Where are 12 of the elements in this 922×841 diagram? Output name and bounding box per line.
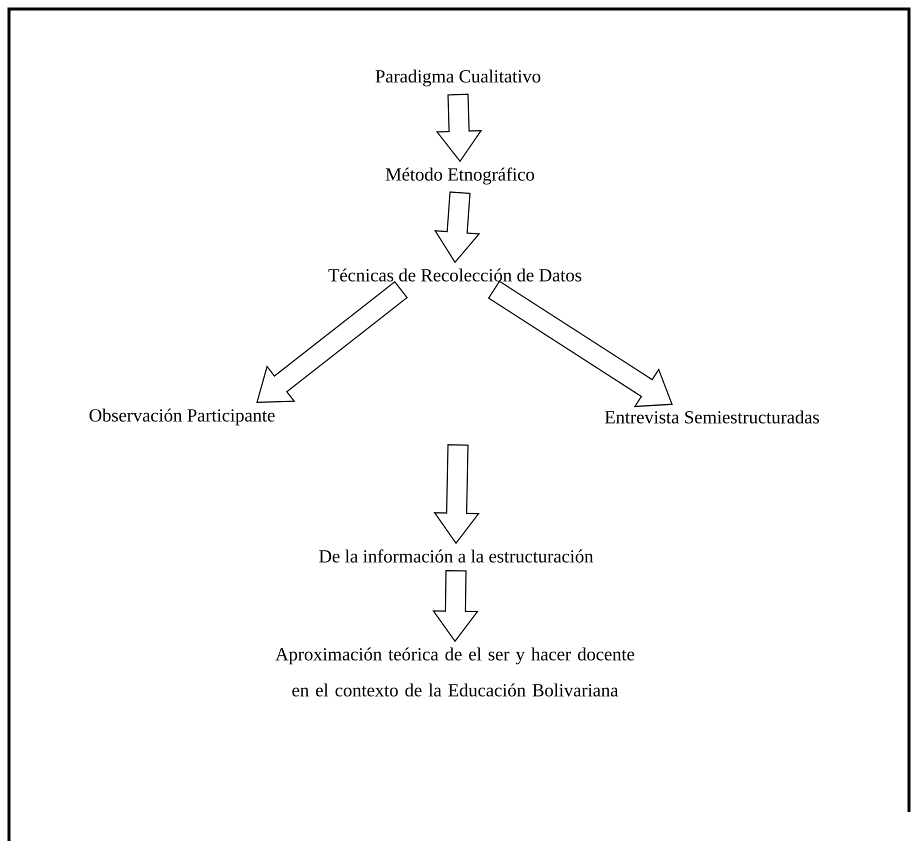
block-arrow bbox=[434, 191, 480, 264]
block-arrow bbox=[436, 94, 482, 162]
text-label: Técnicas de Recolección de Datos bbox=[328, 268, 582, 282]
text-label: Aproximación teórica de el ser y hacer docente en el contexto de la Educación Bolivariana bbox=[275, 647, 634, 697]
block-arrow bbox=[256, 281, 408, 404]
text-label: De la información a la estructuración bbox=[319, 549, 594, 563]
text-label: Paradigma Cualitativo bbox=[376, 70, 540, 86]
block-arrow bbox=[432, 570, 479, 642]
block-arrow bbox=[433, 444, 480, 544]
text-label: Entrevista Semiestructuradas bbox=[604, 410, 819, 424]
text-label: Método Etnográfico bbox=[386, 167, 534, 184]
text-label: Observación Participante bbox=[90, 408, 275, 426]
